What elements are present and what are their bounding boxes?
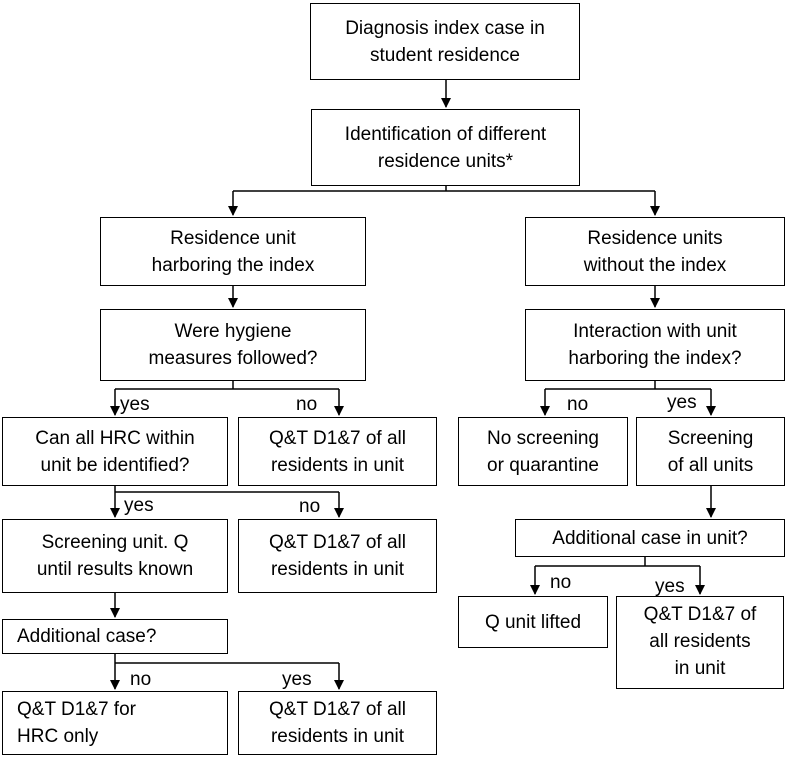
hygiene-no-label: no	[296, 394, 318, 415]
q-unit-lifted-box: Q unit lifted	[458, 596, 608, 648]
qt-hrc-only-box: Q&T D1&7 for HRC only	[2, 691, 228, 755]
diagnosis-index-case-box: Diagnosis index case in student residenc…	[310, 3, 580, 80]
additional-case-in-unit-box: Additional case in unit?	[515, 519, 785, 557]
interaction-question-box: Interaction with unit harboring the inde…	[525, 309, 785, 381]
unit-harboring-index-box: Residence unit harboring the index	[100, 217, 366, 286]
screening-all-units-box: Screening of all units	[636, 417, 785, 486]
hygiene-measures-question-box: Were hygiene measures followed?	[100, 309, 366, 381]
identification-units-box: Identification of different residence un…	[311, 109, 580, 186]
case-yes-label: yes	[282, 669, 312, 690]
hrc-no-label: no	[299, 496, 321, 517]
additional-case-question-box: Additional case?	[2, 619, 228, 654]
hygiene-yes-label: yes	[120, 394, 150, 415]
interaction-yes-label: yes	[667, 392, 697, 413]
qt-all-residents-box-3: Q&T D1&7 of all residents in unit	[238, 691, 437, 755]
unit-no-label: no	[550, 572, 572, 593]
unit-yes-label: yes	[655, 576, 685, 597]
qt-all-residents-box-4: Q&T D1&7 of all residents in unit	[616, 596, 784, 689]
hrc-identified-question-box: Can all HRC within unit be identified?	[2, 417, 228, 486]
interaction-no-label: no	[567, 394, 589, 415]
qt-all-residents-box-2: Q&T D1&7 of all residents in unit	[238, 519, 437, 593]
no-screening-box: No screening or quarantine	[458, 417, 628, 486]
qt-all-residents-box-1: Q&T D1&7 of all residents in unit	[238, 417, 437, 486]
units-without-index-box: Residence units without the index	[525, 217, 785, 286]
hrc-yes-label: yes	[124, 495, 154, 516]
screening-unit-box: Screening unit. Q until results known	[2, 519, 228, 593]
case-no-label: no	[130, 669, 152, 690]
